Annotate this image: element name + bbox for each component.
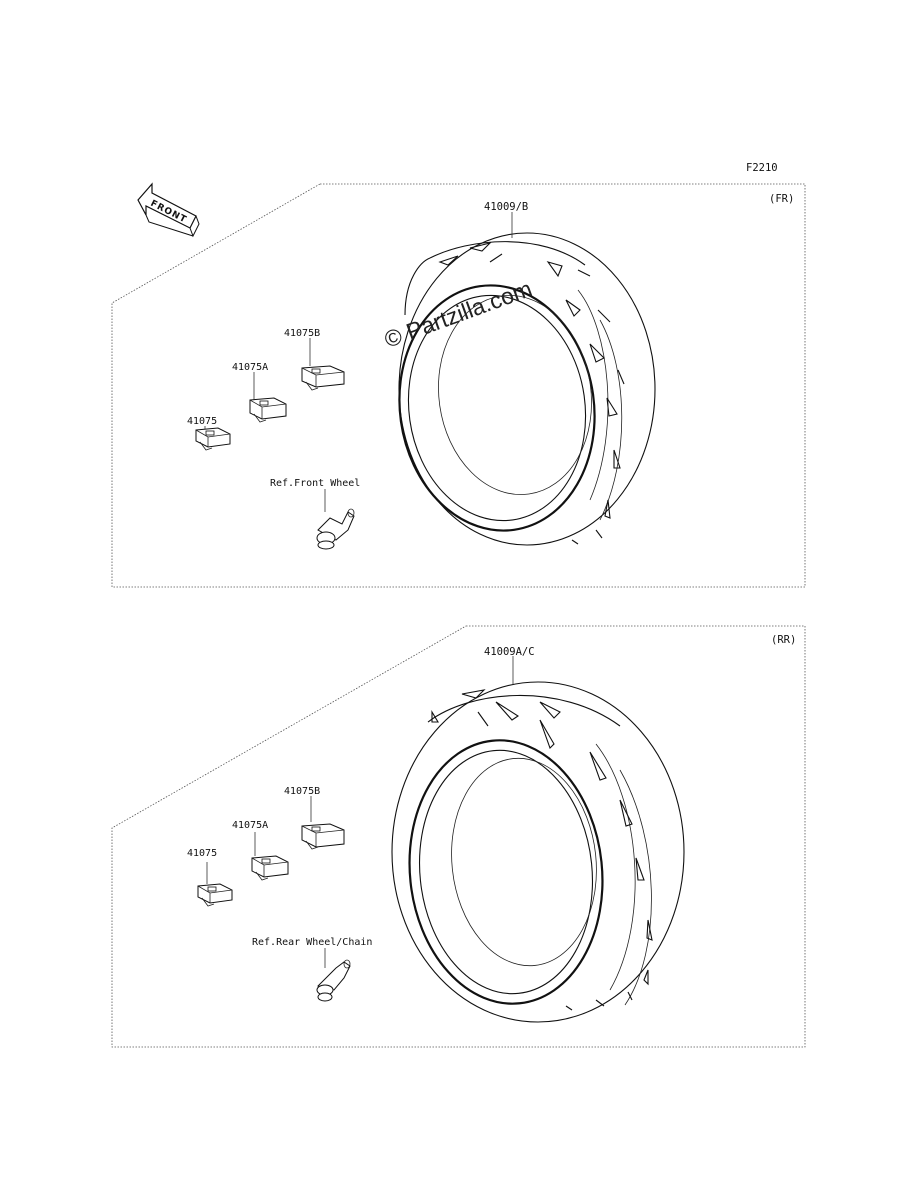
rear-valve-label: Ref.Rear Wheel/Chain	[252, 937, 372, 948]
rear-tire-label: 41009A/C	[484, 646, 535, 658]
weight-41075a-rear[interactable]	[251, 832, 289, 881]
panel-front-tag: (FR)	[769, 193, 794, 205]
rear-tire[interactable]	[391, 681, 685, 1023]
weight-41075-rear[interactable]	[197, 862, 233, 907]
weight-41075b-front-label: 41075B	[284, 328, 320, 339]
front-valve-label: Ref.Front Wheel	[270, 478, 360, 489]
panel-front: (FR) 41009/B	[111, 183, 806, 588]
weight-41075a-front[interactable]	[249, 372, 287, 423]
rear-valve[interactable]	[316, 948, 351, 1002]
panel-rear-frame	[111, 625, 806, 1048]
watermark: © Partzilla.com	[381, 275, 536, 352]
panel-rear-tag: (RR)	[771, 634, 796, 646]
front-valve[interactable]	[316, 489, 355, 550]
weight-41075-front[interactable]	[195, 426, 231, 451]
front-tire[interactable]	[384, 232, 656, 546]
panel-rear: (RR) 41009A/C	[111, 625, 806, 1048]
weight-41075-rear-label: 41075	[187, 848, 217, 859]
weight-41075b-rear-label: 41075B	[284, 786, 320, 797]
weight-41075b-front[interactable]	[301, 338, 345, 391]
panel-front-frame	[111, 183, 806, 588]
weight-41075b-rear[interactable]	[301, 796, 345, 850]
weight-41075a-front-label: 41075A	[232, 362, 268, 373]
diagram-code: F2210	[746, 162, 778, 174]
weight-41075-front-label: 41075	[187, 416, 217, 427]
front-arrow-icon: FRONT	[137, 182, 200, 238]
front-tire-label: 41009/B	[484, 201, 528, 213]
weight-41075a-rear-label: 41075A	[232, 820, 268, 831]
